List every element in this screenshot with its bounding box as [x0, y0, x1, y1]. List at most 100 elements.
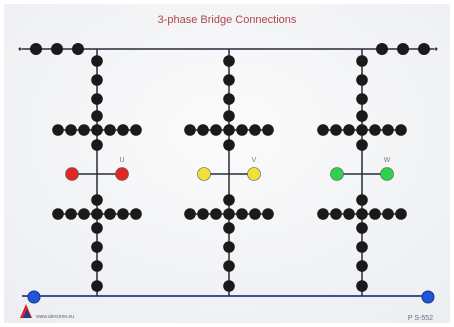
socket-v-1[interactable]: [223, 55, 235, 67]
phase-w-label: W: [384, 157, 391, 164]
socket-w-24[interactable]: [356, 208, 368, 220]
socket-u-23[interactable]: [91, 124, 103, 136]
socket-w-5[interactable]: [356, 139, 368, 151]
socket-u-18[interactable]: [104, 208, 116, 220]
socket-w-20[interactable]: [382, 208, 394, 220]
socket-u-11[interactable]: [52, 124, 64, 136]
socket-w-15[interactable]: [343, 124, 355, 136]
top-left-socket-3[interactable]: [72, 43, 84, 55]
socket-w-19[interactable]: [382, 124, 394, 136]
socket-v-8[interactable]: [223, 241, 235, 253]
socket-w-7[interactable]: [356, 222, 368, 234]
socket-u-20[interactable]: [117, 208, 129, 220]
socket-u-9[interactable]: [91, 260, 103, 272]
socket-v-13[interactable]: [197, 124, 209, 136]
top-left-terminals: [30, 43, 84, 55]
socket-w-18[interactable]: [369, 208, 381, 220]
panel-title: 3-phase Bridge Connections: [158, 14, 297, 26]
socket-u-13[interactable]: [65, 124, 77, 136]
phase-w-terminal-right[interactable]: [380, 167, 394, 181]
socket-w-4[interactable]: [356, 110, 368, 122]
socket-u-3[interactable]: [91, 93, 103, 105]
socket-w-22[interactable]: [395, 208, 407, 220]
bus-end-marker-right: [434, 47, 438, 51]
phase-v-terminal-right[interactable]: [247, 167, 261, 181]
socket-u-19[interactable]: [117, 124, 129, 136]
socket-u-15[interactable]: [78, 124, 90, 136]
socket-v-12[interactable]: [184, 208, 196, 220]
socket-u-2[interactable]: [91, 74, 103, 86]
socket-u-16[interactable]: [78, 208, 90, 220]
socket-w-12[interactable]: [317, 208, 329, 220]
socket-u-4[interactable]: [91, 110, 103, 122]
socket-v-23[interactable]: [223, 124, 235, 136]
socket-v-24[interactable]: [223, 208, 235, 220]
socket-v-4[interactable]: [223, 110, 235, 122]
socket-v-14[interactable]: [197, 208, 209, 220]
socket-v-5[interactable]: [223, 139, 235, 151]
socket-v-3[interactable]: [223, 93, 235, 105]
socket-u-22[interactable]: [130, 208, 142, 220]
part-number: P S-552: [408, 315, 433, 322]
socket-w-6[interactable]: [356, 194, 368, 206]
socket-v-17[interactable]: [236, 124, 248, 136]
socket-v-10[interactable]: [223, 280, 235, 292]
socket-w-8[interactable]: [356, 241, 368, 253]
socket-w-2[interactable]: [356, 74, 368, 86]
top-right-socket-1[interactable]: [376, 43, 388, 55]
top-right-socket-2[interactable]: [397, 43, 409, 55]
socket-u-24[interactable]: [91, 208, 103, 220]
top-left-socket-2[interactable]: [51, 43, 63, 55]
socket-u-1[interactable]: [91, 55, 103, 67]
socket-u-8[interactable]: [91, 241, 103, 253]
bottom-right-bus-terminal[interactable]: [421, 290, 435, 304]
socket-w-3[interactable]: [356, 93, 368, 105]
top-left-socket-1[interactable]: [30, 43, 42, 55]
top-right-terminals: [376, 43, 430, 55]
socket-w-23[interactable]: [356, 124, 368, 136]
bus-end-marker-left: [18, 47, 22, 51]
socket-v-6[interactable]: [223, 194, 235, 206]
socket-w-10[interactable]: [356, 280, 368, 292]
socket-v-22[interactable]: [262, 208, 274, 220]
socket-u-14[interactable]: [65, 208, 77, 220]
phase-u-terminal-right[interactable]: [115, 167, 129, 181]
socket-v-2[interactable]: [223, 74, 235, 86]
socket-u-17[interactable]: [104, 124, 116, 136]
logo-blue-triangle: [23, 309, 31, 318]
phase-u-terminal-left[interactable]: [65, 167, 79, 181]
socket-v-20[interactable]: [249, 208, 261, 220]
bottom-left-bus-terminal[interactable]: [27, 290, 41, 304]
website-text: www.alecoron.eu: [36, 314, 74, 320]
socket-w-14[interactable]: [330, 208, 342, 220]
socket-w-16[interactable]: [343, 208, 355, 220]
socket-v-21[interactable]: [262, 124, 274, 136]
socket-u-12[interactable]: [52, 208, 64, 220]
socket-v-7[interactable]: [223, 222, 235, 234]
socket-v-15[interactable]: [210, 124, 222, 136]
socket-u-5[interactable]: [91, 139, 103, 151]
socket-v-16[interactable]: [210, 208, 222, 220]
socket-w-17[interactable]: [369, 124, 381, 136]
socket-w-13[interactable]: [330, 124, 342, 136]
socket-w-21[interactable]: [395, 124, 407, 136]
phase-u-label: U: [119, 157, 124, 164]
phase-v-terminal-left[interactable]: [197, 167, 211, 181]
socket-u-7[interactable]: [91, 222, 103, 234]
manufacturer-logo: [20, 304, 32, 318]
socket-u-10[interactable]: [91, 280, 103, 292]
socket-u-6[interactable]: [91, 194, 103, 206]
phase-w-terminal-left[interactable]: [330, 167, 344, 181]
socket-u-21[interactable]: [130, 124, 142, 136]
socket-layer: [52, 55, 407, 292]
socket-v-19[interactable]: [249, 124, 261, 136]
socket-v-11[interactable]: [184, 124, 196, 136]
phase-v-label: V: [252, 157, 257, 164]
socket-v-9[interactable]: [223, 260, 235, 272]
top-right-socket-3[interactable]: [418, 43, 430, 55]
socket-w-9[interactable]: [356, 260, 368, 272]
socket-v-18[interactable]: [236, 208, 248, 220]
socket-w-11[interactable]: [317, 124, 329, 136]
socket-w-1[interactable]: [356, 55, 368, 67]
